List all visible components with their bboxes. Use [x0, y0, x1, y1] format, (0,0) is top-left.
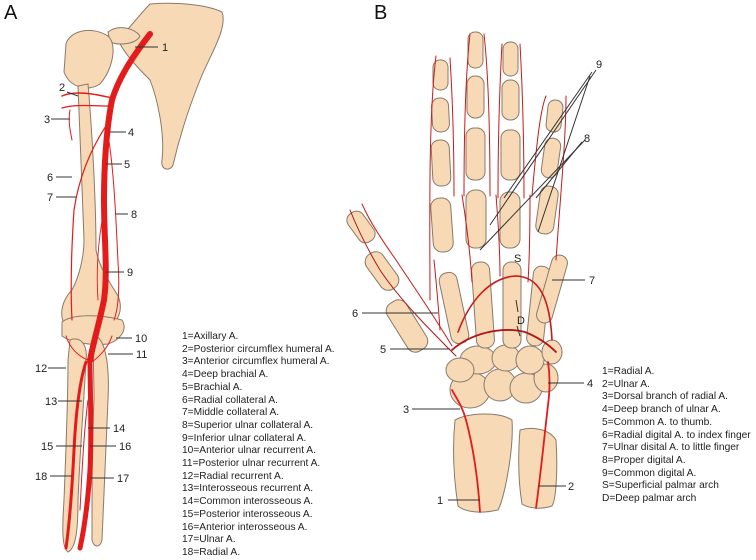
- arm-callout-9: 9: [127, 267, 133, 279]
- arm-leaders: [48, 46, 158, 479]
- hand-legend-item: 4=Deep branch of ulnar A.: [602, 404, 721, 416]
- hand-bones: [346, 31, 568, 513]
- arm-legend-item: 10=Anterior ulnar recurrent A.: [182, 445, 316, 457]
- panel-a-letter: A: [4, 2, 18, 24]
- hand-legend-item: 2=Ulnar A.: [602, 378, 650, 390]
- arm-callout-1: 1: [162, 42, 168, 54]
- hand-legend-item: 7=Ulnar disital A. to little finger: [602, 442, 740, 454]
- arm-callout-7: 7: [47, 192, 53, 204]
- arm-callout-16: 16: [119, 441, 131, 453]
- arm-legend-item: 1=Axillary A.: [182, 331, 239, 342]
- arm-legend-item: 14=Common interosseous A.: [182, 496, 314, 508]
- ulnar-artery: [77, 357, 94, 551]
- arm-legend-item: 2=Posterior circumflex humeral A.: [182, 343, 335, 355]
- arm-legend-item: 9=Inferior ulnar collateral A.: [182, 432, 307, 444]
- radius-distal: [453, 413, 513, 513]
- arm-callout-8: 8: [131, 209, 137, 221]
- superficial-arch-label: S: [514, 253, 521, 265]
- scapula: [117, 2, 224, 170]
- arm-callout-3: 3: [44, 114, 50, 126]
- arm-legend-item: 13=Interosseous recurrent A.: [182, 483, 314, 495]
- hand-callout-7: 7: [589, 275, 595, 287]
- arm-legend-item: 17=Ulnar A.: [182, 534, 236, 546]
- hand-callout-2: 2: [568, 481, 574, 493]
- arm-callout-12: 12: [35, 363, 47, 375]
- radial-artery-hand: [451, 389, 481, 513]
- arm-legend-item: 6=Radial collateral A.: [182, 394, 278, 406]
- ulna: [91, 335, 109, 547]
- arm-callout-18: 18: [35, 471, 47, 483]
- arm-callout-4: 4: [128, 127, 134, 139]
- arm-callout-6: 6: [47, 172, 53, 184]
- arm-callout-10: 10: [135, 333, 147, 345]
- arm-legend-item: 18=Radial A.: [182, 546, 241, 558]
- hand-leaders: [362, 69, 597, 501]
- brachial-artery: [87, 31, 153, 363]
- hand-legend-item: 9=Common digital A.: [602, 467, 697, 479]
- panel-b-letter: B: [374, 2, 388, 24]
- arm-callout-17: 17: [117, 473, 129, 485]
- arm-legend-item: 5=Brachial A.: [182, 381, 243, 393]
- hand-legend-item: 1=Radial A.: [602, 366, 655, 377]
- radial-artery: [64, 360, 88, 550]
- hand-legend-item: 5=Common A. to thumb.: [602, 416, 713, 428]
- arm-legend-item: 4=Deep brachial A.: [182, 369, 269, 381]
- hand-callout-8: 8: [584, 133, 590, 145]
- hand-legend-item: 3=Dorsal branch of radial A.: [602, 391, 728, 403]
- hand-legend-item: 6=Radial digital A. to index finger: [602, 429, 751, 441]
- hand-callout-1: 1: [437, 495, 443, 507]
- hand-legend-item: S=Superficial palmar arch: [602, 480, 719, 492]
- arm-legend-item: 8=Superior ulnar collateral A.: [182, 419, 314, 431]
- hand-legend: 1=Radial A. 2=Ulnar A. 3=Dorsal branch o…: [602, 366, 751, 506]
- arm-legend-item: 16=Anterior interosseous A.: [182, 521, 308, 533]
- superficial-palmar-arch: [457, 275, 553, 341]
- humerus-head: [63, 29, 114, 89]
- arm-legend-item: 15=Posterior interosseous A.: [182, 508, 313, 520]
- hand-callout-4: 4: [587, 378, 593, 390]
- ulnar-artery-hand: [535, 361, 551, 509]
- hand-callout-labels: 1 2 3 4 5 6 7 8 9 S D: [352, 59, 602, 507]
- hand-callout-6: 6: [352, 308, 358, 320]
- arm-callout-labels: 1 2 3 4 5 6 7 8 9 10 11 12 13 14 15 16 1…: [35, 42, 168, 485]
- hand-callout-9: 9: [596, 59, 602, 71]
- arm-callout-2: 2: [59, 82, 65, 94]
- arm-legend-item: 7=Middle collateral A.: [182, 407, 280, 419]
- hand-legend-item: D=Deep palmar arch: [602, 493, 697, 505]
- hand-callout-5: 5: [380, 344, 386, 356]
- arm-arteries: [61, 31, 153, 551]
- deep-arch-label: D: [517, 315, 525, 327]
- arm-legend-item: 11=Posterior ulnar recurrent A.: [182, 458, 321, 470]
- hand-callout-3: 3: [403, 404, 409, 416]
- arm-legend-item: 12=Radial recurrent A.: [182, 470, 284, 482]
- arm-legend-item: 3=Anterior circumflex humeral A.: [182, 356, 330, 368]
- hand-arteries: [349, 33, 567, 513]
- deep-palmar-arch: [451, 329, 557, 353]
- coracoid: [107, 27, 141, 45]
- ulna-distal: [518, 427, 558, 509]
- arm-legend: 1=Axillary A. 2=Posterior circumflex hum…: [182, 331, 335, 560]
- arm-callout-11: 11: [136, 349, 147, 361]
- arm-callout-13: 13: [45, 396, 57, 408]
- arm-callout-5: 5: [124, 159, 130, 171]
- arm-callout-14: 14: [113, 423, 125, 435]
- arm-callout-15: 15: [41, 441, 53, 453]
- hand-legend-item: 8=Proper digital A.: [602, 454, 686, 466]
